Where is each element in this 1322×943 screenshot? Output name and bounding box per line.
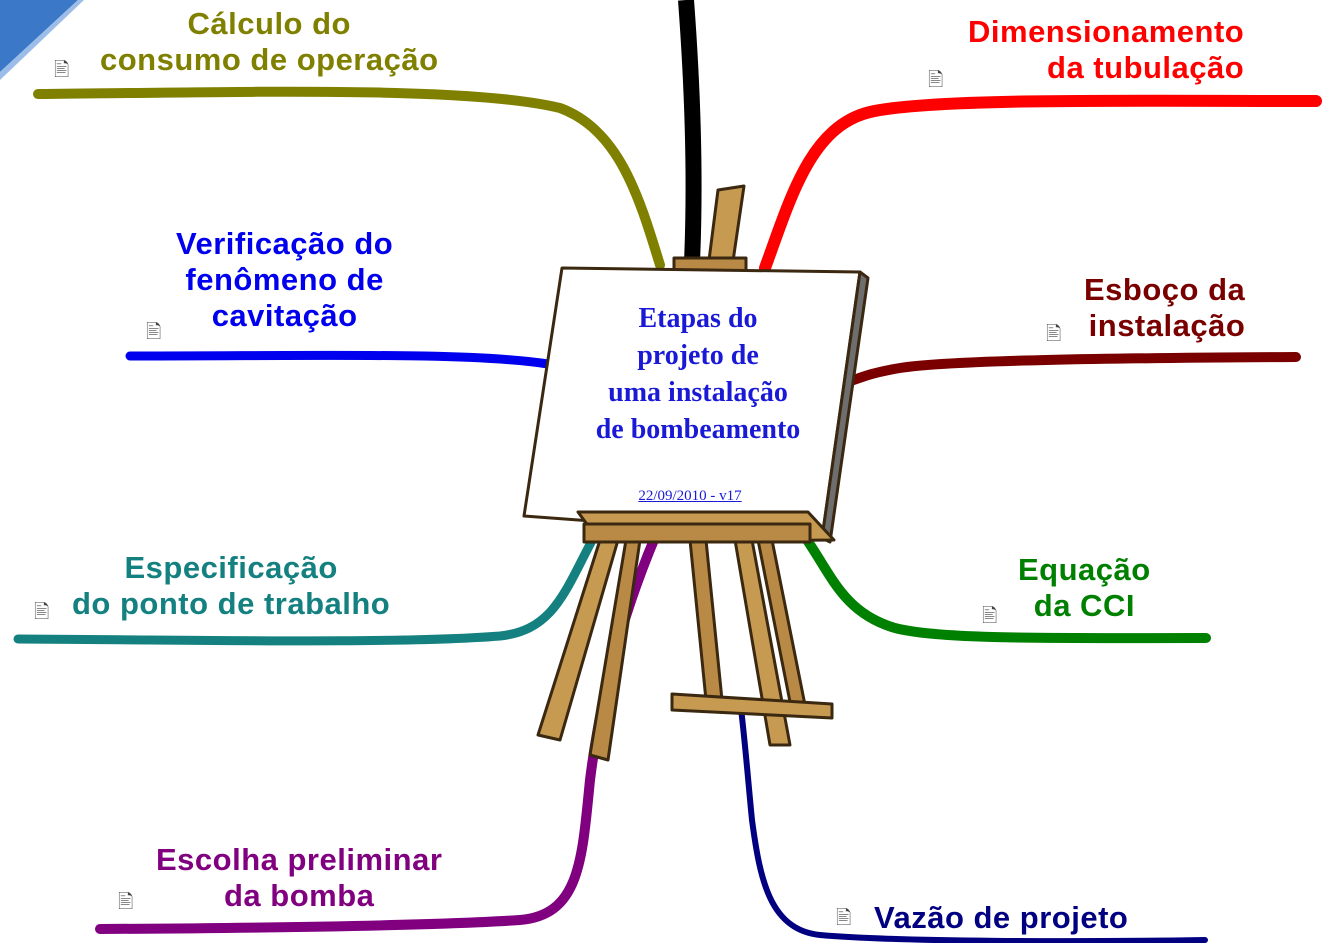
document-note-icon[interactable] — [836, 908, 853, 928]
topic-label-line: Especificação — [124, 550, 338, 585]
topic-label-line: da tubulação — [1047, 50, 1245, 85]
topic-label-line: cavitação — [211, 298, 358, 333]
branch-line-esboco — [843, 352, 1301, 387]
easel-canvas-shadow — [820, 270, 870, 544]
topic-label-line: do ponto de trabalho — [72, 586, 391, 621]
document-note-icon[interactable] — [34, 602, 51, 622]
center-title-line: Etapas do — [638, 303, 758, 334]
topic-label-line: Esboço da — [1084, 272, 1246, 307]
topic-esboco[interactable]: Esboço da instalação — [1084, 272, 1245, 344]
easel-center-leg — [688, 538, 724, 702]
topic-label-line: Vazão de projeto — [874, 900, 1129, 935]
topic-label-line: Cálculo do — [187, 6, 351, 41]
branch-line-consumo — [33, 86, 665, 270]
center-date: 22/09/2010 - v17 — [638, 488, 742, 504]
branch-line-tubulacao — [759, 94, 1322, 274]
topic-label-line: Verificação do — [176, 226, 394, 261]
branch-line-ponto — [13, 530, 600, 646]
easel-lower-bar — [670, 692, 834, 720]
topic-label-line: da CCI — [1033, 588, 1135, 623]
easel-icon — [522, 184, 870, 762]
topic-label-line: consumo de operação — [100, 42, 439, 77]
topic-label-line: fenômeno de — [185, 262, 384, 297]
corner-decoration-edge — [0, 0, 84, 80]
center-title-line: projeto de — [637, 340, 759, 371]
topic-label-line: Equação — [1018, 552, 1151, 587]
branch-line-cci — [795, 525, 1211, 644]
branch-line-cavitacao — [125, 350, 553, 369]
document-note-icon[interactable] — [982, 606, 999, 626]
topic-ponto[interactable]: Especificação do ponto de trabalho — [72, 550, 390, 622]
topic-label-line: instalação — [1088, 308, 1246, 343]
branch-line-vazao — [737, 697, 1208, 943]
topic-label-line: Dimensionamento — [968, 14, 1245, 49]
topic-label-line: Escolha preliminar — [156, 842, 443, 877]
document-note-icon[interactable] — [54, 60, 71, 80]
easel-top-post — [706, 184, 746, 270]
topic-label-line: da bomba — [223, 878, 375, 913]
topic-bomba[interactable]: Escolha preliminar da bomba — [156, 842, 442, 914]
topic-tubulacao[interactable]: Dimensionamento da tubulação — [968, 14, 1244, 86]
topic-cavitacao[interactable]: Verificação do fenômeno de cavitação — [176, 226, 393, 334]
document-note-icon[interactable] — [928, 70, 945, 90]
center-title-line: uma instalação — [608, 377, 788, 408]
easel-ledge-front — [582, 522, 812, 544]
topic-cci[interactable]: Equação da CCI — [1018, 552, 1151, 624]
document-note-icon[interactable] — [118, 892, 135, 912]
document-note-icon[interactable] — [146, 322, 163, 342]
center-title-line: de bombeamento — [595, 414, 801, 445]
branch-line-top — [678, 0, 702, 263]
center-topic-title[interactable]: Etapas do projeto de uma instalação de b… — [548, 300, 848, 448]
topic-vazao[interactable]: Vazão de projeto — [874, 900, 1128, 936]
topic-consumo[interactable]: Cálculo do consumo de operação — [100, 6, 439, 78]
document-note-icon[interactable] — [1046, 324, 1063, 344]
